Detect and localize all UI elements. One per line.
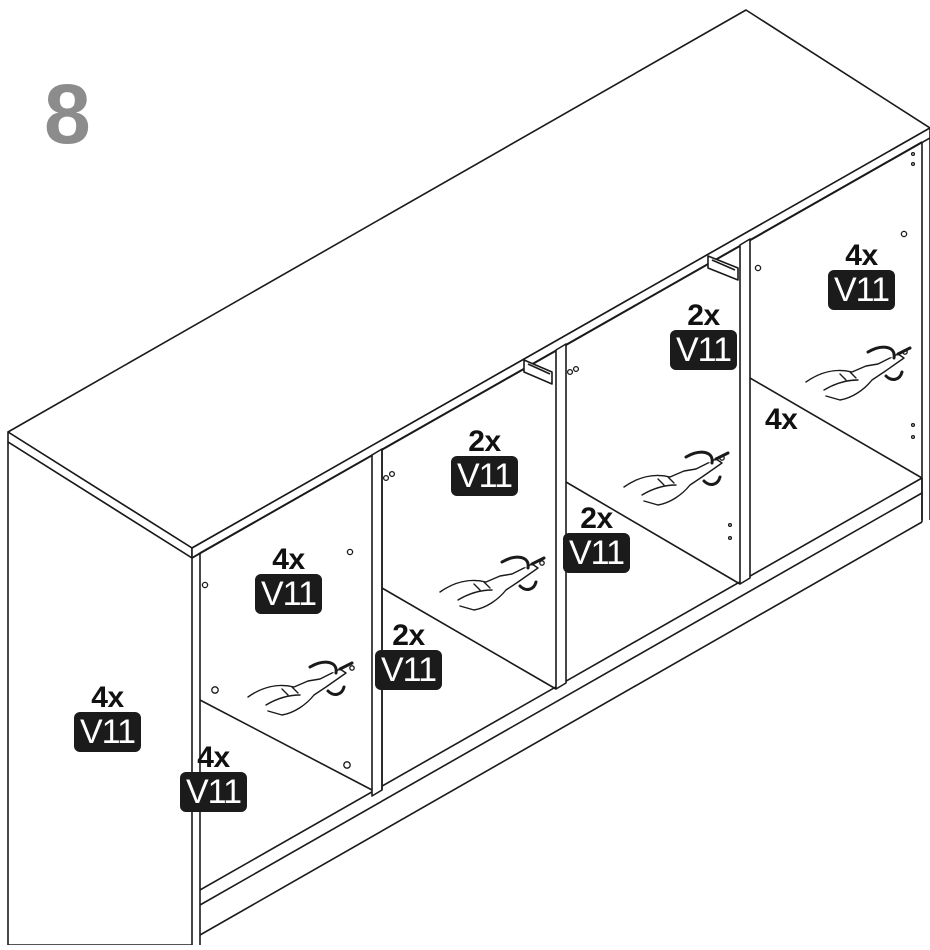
callout-quantity: 2x <box>580 502 613 535</box>
screwdriver-hand-icon <box>247 660 354 716</box>
loose-quantity-label: 4x <box>765 403 798 436</box>
right-side-panel <box>921 138 930 520</box>
divider-1 <box>371 448 383 797</box>
callout-part-code: V11 <box>670 330 737 370</box>
callout-quantity: 2x <box>392 619 425 652</box>
hardware-callout: 2x V11 <box>451 425 518 496</box>
rail-1 <box>523 359 553 385</box>
hardware-callout: 4x V11 <box>828 239 895 310</box>
dowel-holes <box>201 151 916 769</box>
screwdriver-hand-icon <box>805 345 912 401</box>
rail-2 <box>707 255 739 281</box>
hardware-callout: 4x V11 <box>255 543 322 614</box>
hardware-callout: 4x V11 <box>74 681 141 752</box>
callout-quantity: 4x <box>91 681 124 714</box>
callout-part-code: V11 <box>563 533 630 573</box>
callout-quantity: 4x <box>272 543 305 576</box>
callout-part-code: V11 <box>180 772 247 812</box>
callout-part-code: V11 <box>451 456 518 496</box>
screwdriver-hand-icon <box>623 450 730 506</box>
callout-part-code: V11 <box>828 270 895 310</box>
top-panel <box>7 9 930 559</box>
callout-quantity: 4x <box>197 741 230 774</box>
divider-3 <box>739 238 751 585</box>
divider-2 <box>555 343 567 690</box>
callout-part-code: V11 <box>255 574 322 614</box>
hardware-callout: 2x V11 <box>375 619 442 690</box>
hardware-callout: 2x V11 <box>670 299 737 370</box>
hardware-callout: 2x V11 <box>563 502 630 573</box>
hardware-callout: 4x V11 <box>180 741 247 812</box>
left-side-panel <box>7 441 201 946</box>
shelves <box>199 377 923 791</box>
callout-quantity: 2x <box>468 425 501 458</box>
callout-part-code: V11 <box>375 650 442 690</box>
screwdriver-hand-icon <box>439 555 546 611</box>
callout-quantity: 4x <box>845 239 878 272</box>
step-number: 8 <box>44 67 91 161</box>
callout-part-code: V11 <box>74 712 141 752</box>
callout-quantity: 2x <box>687 299 720 332</box>
